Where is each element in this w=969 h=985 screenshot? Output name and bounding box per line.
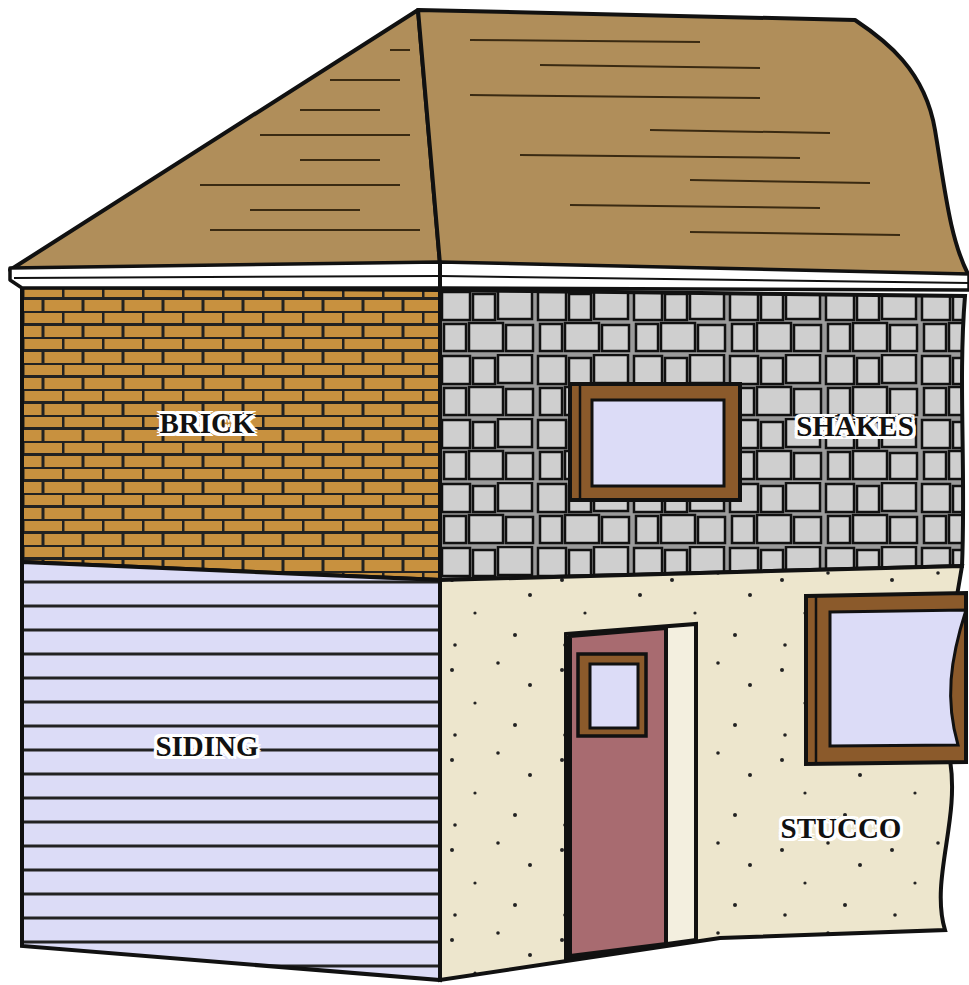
door-window-frame — [578, 654, 646, 736]
shake-wall — [440, 290, 965, 580]
fascia-line — [440, 276, 969, 283]
house-corner — [438, 262, 442, 980]
siding-wall — [22, 562, 440, 980]
window-frame — [570, 384, 740, 500]
fascia-line — [14, 276, 440, 278]
fascia — [10, 262, 969, 290]
door-opening — [566, 624, 696, 958]
part-label: BRICK — [159, 407, 254, 440]
window-frame — [806, 593, 966, 764]
brick-wall — [22, 287, 440, 580]
window-glass — [592, 400, 724, 486]
roof-texture — [200, 40, 900, 235]
roof-face — [418, 10, 969, 276]
window-glass — [830, 610, 966, 746]
door — [570, 628, 666, 956]
window-frame-line — [815, 596, 818, 764]
part-label: STUCCO — [781, 812, 902, 845]
roof-hip — [10, 10, 440, 270]
part-label: SIDING — [155, 730, 258, 763]
door-window-glass — [590, 664, 638, 728]
window-frame-line — [579, 384, 582, 500]
part-label: SHAKES — [796, 410, 914, 443]
